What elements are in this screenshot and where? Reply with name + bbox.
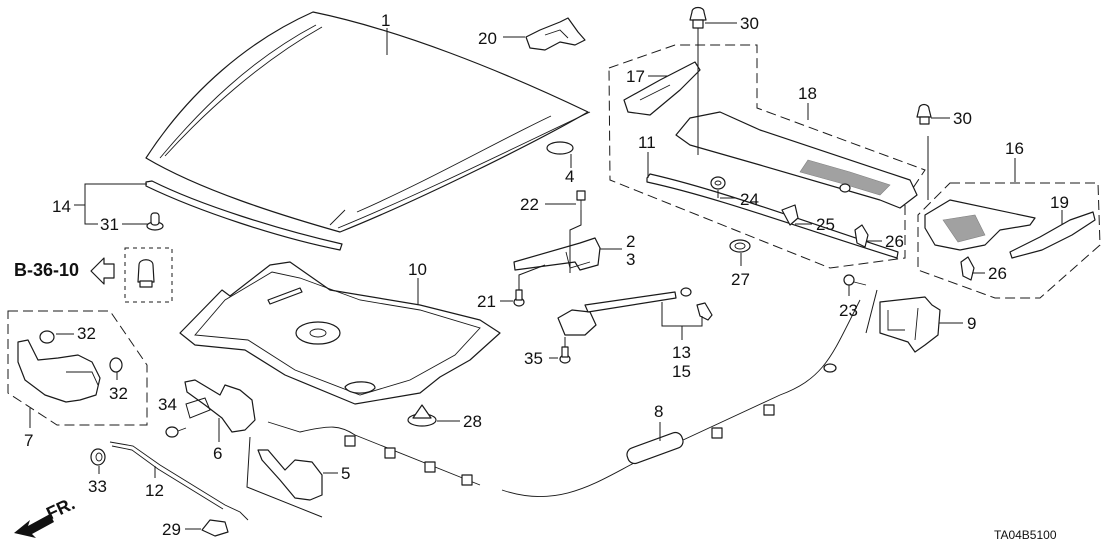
group-18-box <box>608 44 926 269</box>
bracket-19-part[interactable] <box>1009 211 1096 259</box>
callout-24[interactable]: 24 <box>740 190 759 209</box>
reference-box <box>124 247 173 303</box>
callout-30b[interactable]: 30 <box>953 109 972 128</box>
release-handle-9-part[interactable] <box>879 296 941 353</box>
support-rod-12-part[interactable] <box>109 441 249 521</box>
grommet-27-part[interactable] <box>729 239 751 253</box>
leader-34-bracket <box>185 397 211 419</box>
callout-26a[interactable]: 26 <box>885 232 904 251</box>
callout-1[interactable]: 1 <box>381 11 390 30</box>
callout-33[interactable]: 33 <box>88 477 107 496</box>
holder-29-part[interactable] <box>201 519 229 537</box>
bolt-23-part[interactable] <box>843 274 867 286</box>
clip-31-part[interactable] <box>146 212 164 231</box>
callout-27[interactable]: 27 <box>731 270 750 289</box>
cable-8-part[interactable] <box>267 299 861 498</box>
callout-21[interactable]: 21 <box>477 292 496 311</box>
leader-13-15-bracket <box>661 302 703 327</box>
nut-24-part[interactable] <box>710 176 726 190</box>
callout-8[interactable]: 8 <box>654 402 663 421</box>
clip-26b-part[interactable] <box>960 256 975 281</box>
clip-32a-part[interactable] <box>39 330 55 344</box>
clip-30b-part[interactable] <box>916 103 932 125</box>
callout-11[interactable]: 11 <box>638 133 656 152</box>
leader-21-line <box>518 264 546 290</box>
callout-32a[interactable]: 32 <box>77 324 96 343</box>
callout-7[interactable]: 7 <box>24 431 33 450</box>
seal-4-part[interactable] <box>546 141 574 155</box>
callout-16[interactable]: 16 <box>1005 139 1024 158</box>
cowl-piece-17-part[interactable] <box>623 61 701 116</box>
insulator-10-part[interactable] <box>179 261 501 405</box>
hinge-2-3-part[interactable] <box>513 237 601 271</box>
callout-12[interactable]: 12 <box>145 481 164 500</box>
bolt-21-part[interactable] <box>513 289 525 307</box>
clip-reference-part[interactable] <box>137 259 155 288</box>
diagram-code: TA04B5100 <box>994 528 1057 542</box>
latch-6-part[interactable] <box>184 379 256 433</box>
callout-20[interactable]: 20 <box>478 29 497 48</box>
clip-25-part[interactable] <box>781 204 799 226</box>
cover-7-part[interactable] <box>17 339 101 403</box>
callout-26b[interactable]: 26 <box>988 264 1007 283</box>
callout-10[interactable]: 10 <box>408 260 427 279</box>
leader-14-31 <box>84 183 147 225</box>
seal-11-part[interactable] <box>646 173 899 259</box>
callout-3[interactable]: 3 <box>626 250 635 269</box>
callout-6[interactable]: 6 <box>213 444 222 463</box>
callout-35[interactable]: 35 <box>524 349 543 368</box>
callout-13[interactable]: 13 <box>672 343 691 362</box>
callout-2[interactable]: 2 <box>626 232 635 251</box>
latch-5-part[interactable] <box>257 449 323 501</box>
cowl-top-18-part[interactable] <box>675 111 918 209</box>
callout-31[interactable]: 31 <box>100 215 119 234</box>
callout-22[interactable]: 22 <box>520 195 539 214</box>
cowl-side-part[interactable] <box>924 199 1036 251</box>
hood-part[interactable] <box>145 11 591 233</box>
callout-9[interactable]: 9 <box>967 314 976 333</box>
latch-5-bracket <box>246 436 323 518</box>
group-7-box <box>7 310 148 426</box>
hood-strut-part[interactable] <box>557 287 713 336</box>
callout-32b[interactable]: 32 <box>109 384 128 403</box>
callout-28[interactable]: 28 <box>463 412 482 431</box>
bracket-20-part[interactable] <box>525 17 586 51</box>
hood-seal-part[interactable] <box>145 180 343 251</box>
callout-25[interactable]: 25 <box>816 215 835 234</box>
clip-28-part[interactable] <box>407 404 437 427</box>
clip-32b-part[interactable] <box>109 357 123 373</box>
callout-4[interactable]: 4 <box>565 167 574 186</box>
bolt-22-part[interactable] <box>576 190 586 210</box>
callout-34[interactable]: 34 <box>158 395 177 414</box>
reference-label[interactable]: B-36-10 <box>14 260 79 280</box>
leader-23-line <box>865 289 878 334</box>
reference-arrow-icon <box>90 257 115 285</box>
callout-14[interactable]: 14 <box>52 197 71 216</box>
grommet-33-part[interactable] <box>90 448 106 466</box>
callout-29[interactable]: 29 <box>162 520 181 539</box>
bolt-34-part[interactable] <box>165 426 187 438</box>
callout-23[interactable]: 23 <box>839 301 858 320</box>
callout-30a[interactable]: 30 <box>740 14 759 33</box>
bolt-35-part[interactable] <box>559 346 571 364</box>
callout-19[interactable]: 19 <box>1050 193 1069 212</box>
callout-15[interactable]: 15 <box>672 362 691 381</box>
leader-22-line <box>569 210 582 273</box>
clip-30a-part[interactable] <box>689 6 707 29</box>
group-16-box <box>917 182 1101 299</box>
callout-5[interactable]: 5 <box>341 464 350 483</box>
callout-17[interactable]: 17 <box>626 67 645 86</box>
front-arrow-icon <box>14 514 54 538</box>
callout-18[interactable]: 18 <box>798 84 817 103</box>
